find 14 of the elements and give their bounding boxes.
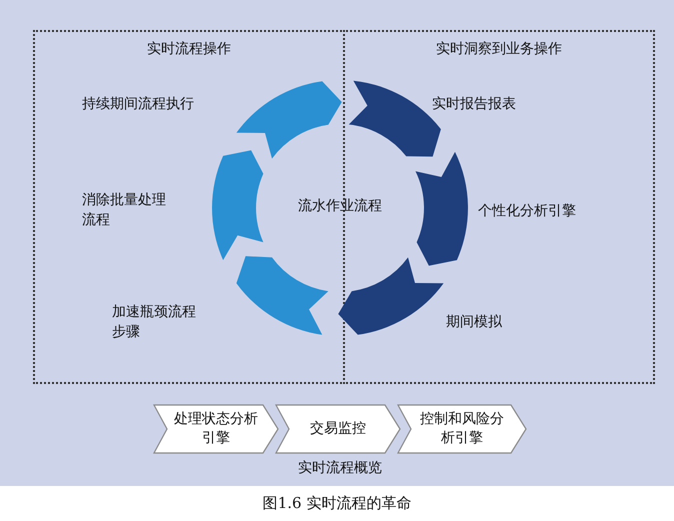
segment-label: 加速瓶颈流程步骤: [112, 303, 197, 342]
segment-label: 持续期间流程执行: [82, 95, 195, 114]
panel-heading: 实时流程操作: [146, 40, 232, 58]
overview-label: 实时流程概览: [297, 459, 383, 478]
step-text: 控制和风险分析引擎: [419, 410, 505, 448]
panel-heading: 实时洞察到业务操作: [435, 40, 563, 58]
cycle-center-text: 流水作业流程: [280, 196, 400, 220]
segment-label: 消除批量处理流程: [82, 191, 167, 230]
step-text: 交易监控: [309, 420, 367, 438]
step-text: 处理状态分析引擎: [173, 410, 259, 448]
segment-label: 个性化分析引擎: [478, 202, 577, 221]
figure-caption: 图1.6 实时流程的革命: [262, 493, 412, 514]
segment-label: 实时报告报表: [432, 95, 517, 114]
segment-label: 期间模拟: [446, 313, 503, 332]
